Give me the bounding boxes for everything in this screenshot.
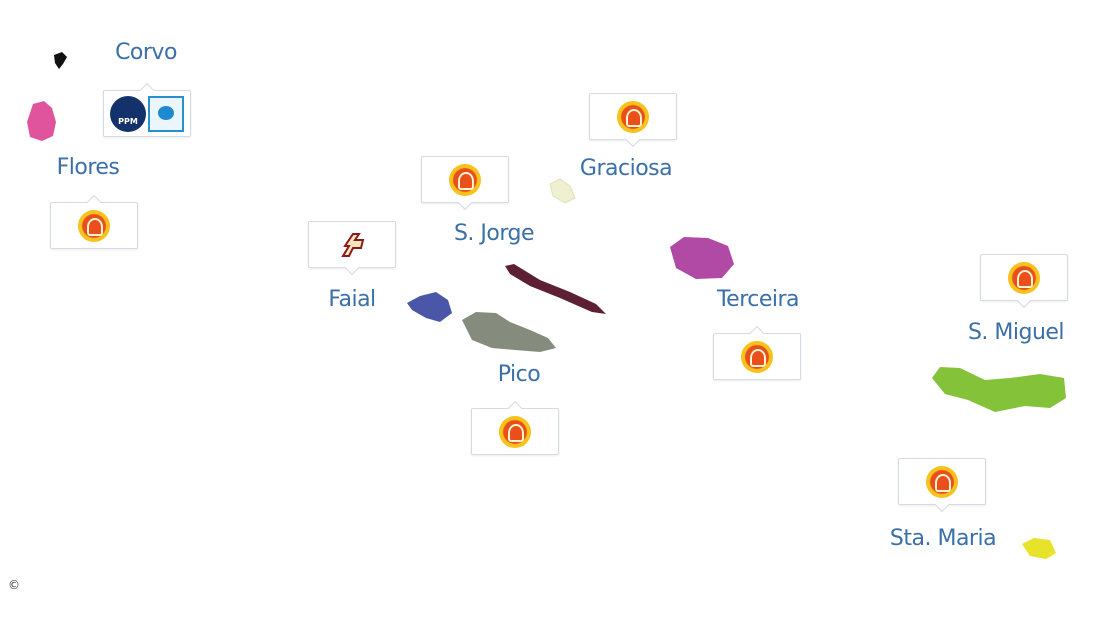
callout-pico[interactable] xyxy=(471,408,559,455)
island-terceira[interactable] xyxy=(670,237,734,279)
label-sao-miguel: S. Miguel xyxy=(967,320,1065,345)
callout-flores[interactable] xyxy=(50,202,138,249)
island-santa-maria[interactable] xyxy=(1022,538,1056,559)
island-faial[interactable] xyxy=(407,292,452,322)
copyright-mark: © xyxy=(8,578,20,592)
callout-corvo[interactable]: PPM xyxy=(103,90,191,137)
label-santa-maria: Sta. Maria xyxy=(889,526,997,551)
pcp-logo xyxy=(499,415,531,448)
callout-sao-jorge[interactable] xyxy=(421,156,509,203)
label-sao-jorge: S. Jorge xyxy=(453,221,535,246)
callout-graciosa[interactable] xyxy=(589,93,677,140)
ppm-logo: PPM xyxy=(110,95,146,132)
arrow-party-logo xyxy=(341,232,365,257)
label-corvo: Corvo xyxy=(115,40,177,65)
island-sao-jorge[interactable] xyxy=(505,264,606,314)
callout-faial[interactable] xyxy=(308,221,396,268)
pcp-logo xyxy=(1008,261,1040,294)
label-faial: Faial xyxy=(328,287,376,312)
party-square-logo xyxy=(148,95,184,132)
island-flores[interactable] xyxy=(27,101,56,141)
callout-terceira[interactable] xyxy=(713,333,801,380)
callout-sao-miguel[interactable] xyxy=(980,254,1068,301)
label-pico: Pico xyxy=(497,362,541,387)
island-pico[interactable] xyxy=(462,312,556,352)
pcp-logo xyxy=(741,340,773,373)
label-graciosa: Graciosa xyxy=(579,156,673,181)
callout-santa-maria[interactable] xyxy=(898,458,986,505)
pcp-logo xyxy=(449,163,481,196)
island-corvo[interactable] xyxy=(54,52,67,69)
island-sao-miguel[interactable] xyxy=(932,367,1066,412)
pcp-logo xyxy=(926,465,958,498)
island-graciosa[interactable] xyxy=(549,178,576,204)
label-terceira: Terceira xyxy=(716,287,800,312)
label-flores: Flores xyxy=(56,155,120,180)
pcp-logo xyxy=(78,209,110,242)
pcp-logo xyxy=(617,100,649,133)
